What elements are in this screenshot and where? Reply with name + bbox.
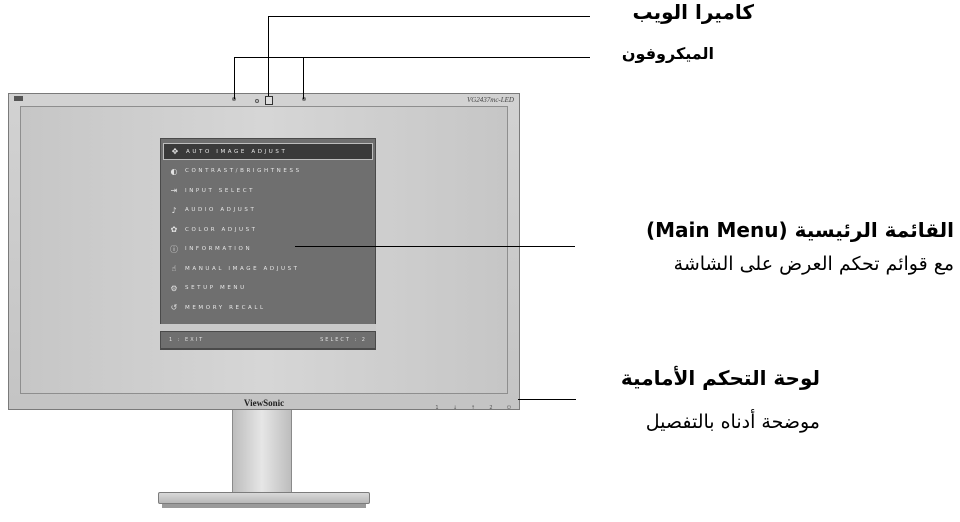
osd-main-menu: ✥ AUTO IMAGE ADJUST ◐ CONTRAST/BRIGHTNESS ⇥ I… xyxy=(160,138,376,350)
osd-menu-item[interactable]: ✥ AUTO IMAGE ADJUST xyxy=(163,143,373,160)
color-adjust-icon: ✿ xyxy=(170,225,178,234)
front-panel-title: لوحة التحكم الأمامية xyxy=(620,366,820,390)
microphone-label: الميكروفون xyxy=(621,44,714,63)
input-select-icon: ⇥ xyxy=(170,186,178,195)
front-button-4[interactable]: 2 xyxy=(489,405,493,411)
memory-recall-icon: ↺ xyxy=(170,303,178,312)
osd-menu-item[interactable]: ♪ AUDIO ADJUST xyxy=(163,202,373,219)
front-button-5[interactable]: ⏻ xyxy=(507,405,511,411)
osd-menu-item[interactable]: ⓘ INFORMATION xyxy=(163,241,373,258)
main-menu-title: القائمة الرئيسية (Main Menu) xyxy=(645,218,954,242)
brand-name: ViewSonic xyxy=(243,398,285,408)
front-panel-leader xyxy=(518,399,576,400)
webcam-indicator-icon xyxy=(255,99,259,103)
osd-menu-item[interactable]: ⚙ SETUP MENU xyxy=(163,280,373,297)
stand-base-foot xyxy=(162,504,366,508)
osd-menu-item-label: MEMORY RECALL xyxy=(185,304,266,311)
osd-menu-item[interactable]: ✿ COLOR ADJUST xyxy=(163,221,373,238)
stand-base xyxy=(158,492,370,504)
stand-neck xyxy=(232,410,292,494)
mic-leader-right xyxy=(303,57,304,99)
osd-menu-item-label: AUTO IMAGE ADJUST xyxy=(186,148,288,155)
osd-menu-item[interactable]: ↺ MEMORY RECALL xyxy=(163,299,373,316)
microphone-left-icon xyxy=(232,97,236,101)
osd-menu-item-label: CONTRAST/BRIGHTNESS xyxy=(185,168,302,174)
main-menu-leader xyxy=(295,246,575,247)
osd-separator xyxy=(160,324,376,331)
osd-footer: 1 : EXIT SELECT : 2 xyxy=(160,331,376,349)
osd-menu-item[interactable]: ☝ MANUAL IMAGE ADJUST xyxy=(163,260,373,277)
front-button-3[interactable]: ↑ xyxy=(470,405,476,411)
contrast-brightness-icon: ◐ xyxy=(170,166,178,176)
microphone-right-icon xyxy=(302,97,306,101)
osd-menu-item-label: INPUT SELECT xyxy=(185,187,256,194)
osd-menu-item-label: COLOR ADJUST xyxy=(185,226,258,233)
front-button-2[interactable]: ↓ xyxy=(452,405,458,411)
front-control-buttons: 1 ↓ ↑ 2 ⏻ xyxy=(432,404,514,412)
audio-adjust-icon: ♪ xyxy=(171,205,177,215)
osd-menu-item[interactable]: ⇥ INPUT SELECT xyxy=(163,182,373,199)
manual-image-adjust-icon: ☝ xyxy=(171,264,177,273)
model-number: VG2437mc-LED xyxy=(466,96,514,104)
brand-logo-icon xyxy=(14,96,23,101)
mic-leader-bridge xyxy=(234,57,304,58)
osd-menu-item[interactable]: ◐ CONTRAST/BRIGHTNESS xyxy=(163,163,373,180)
webcam-icon xyxy=(265,96,273,105)
osd-footer-exit: 1 : EXIT xyxy=(169,337,205,343)
osd-footer-select: SELECT : 2 xyxy=(320,337,367,343)
information-icon: ⓘ xyxy=(170,244,178,254)
osd-menu-item-label: INFORMATION xyxy=(185,246,253,252)
main-menu-description: مع قوائم تحكم العرض على الشاشة xyxy=(673,253,954,275)
auto-adjust-icon: ✥ xyxy=(171,147,179,156)
setup-menu-icon: ⚙ xyxy=(170,283,178,293)
mic-leader-horizontal xyxy=(303,57,590,58)
osd-menu-item-label: SETUP MENU xyxy=(185,285,247,291)
osd-menu-item-label: AUDIO ADJUST xyxy=(185,207,257,213)
webcam-label: كاميرا الويب xyxy=(632,0,754,24)
webcam-leader-vertical xyxy=(268,16,269,96)
mic-leader-left xyxy=(234,57,235,99)
front-button-1[interactable]: 1 xyxy=(435,405,439,411)
webcam-leader-horizontal xyxy=(268,16,590,17)
front-panel-description: موضحة أدناه بالتفصيل xyxy=(645,411,820,433)
osd-menu-item-label: MANUAL IMAGE ADJUST xyxy=(185,265,300,272)
